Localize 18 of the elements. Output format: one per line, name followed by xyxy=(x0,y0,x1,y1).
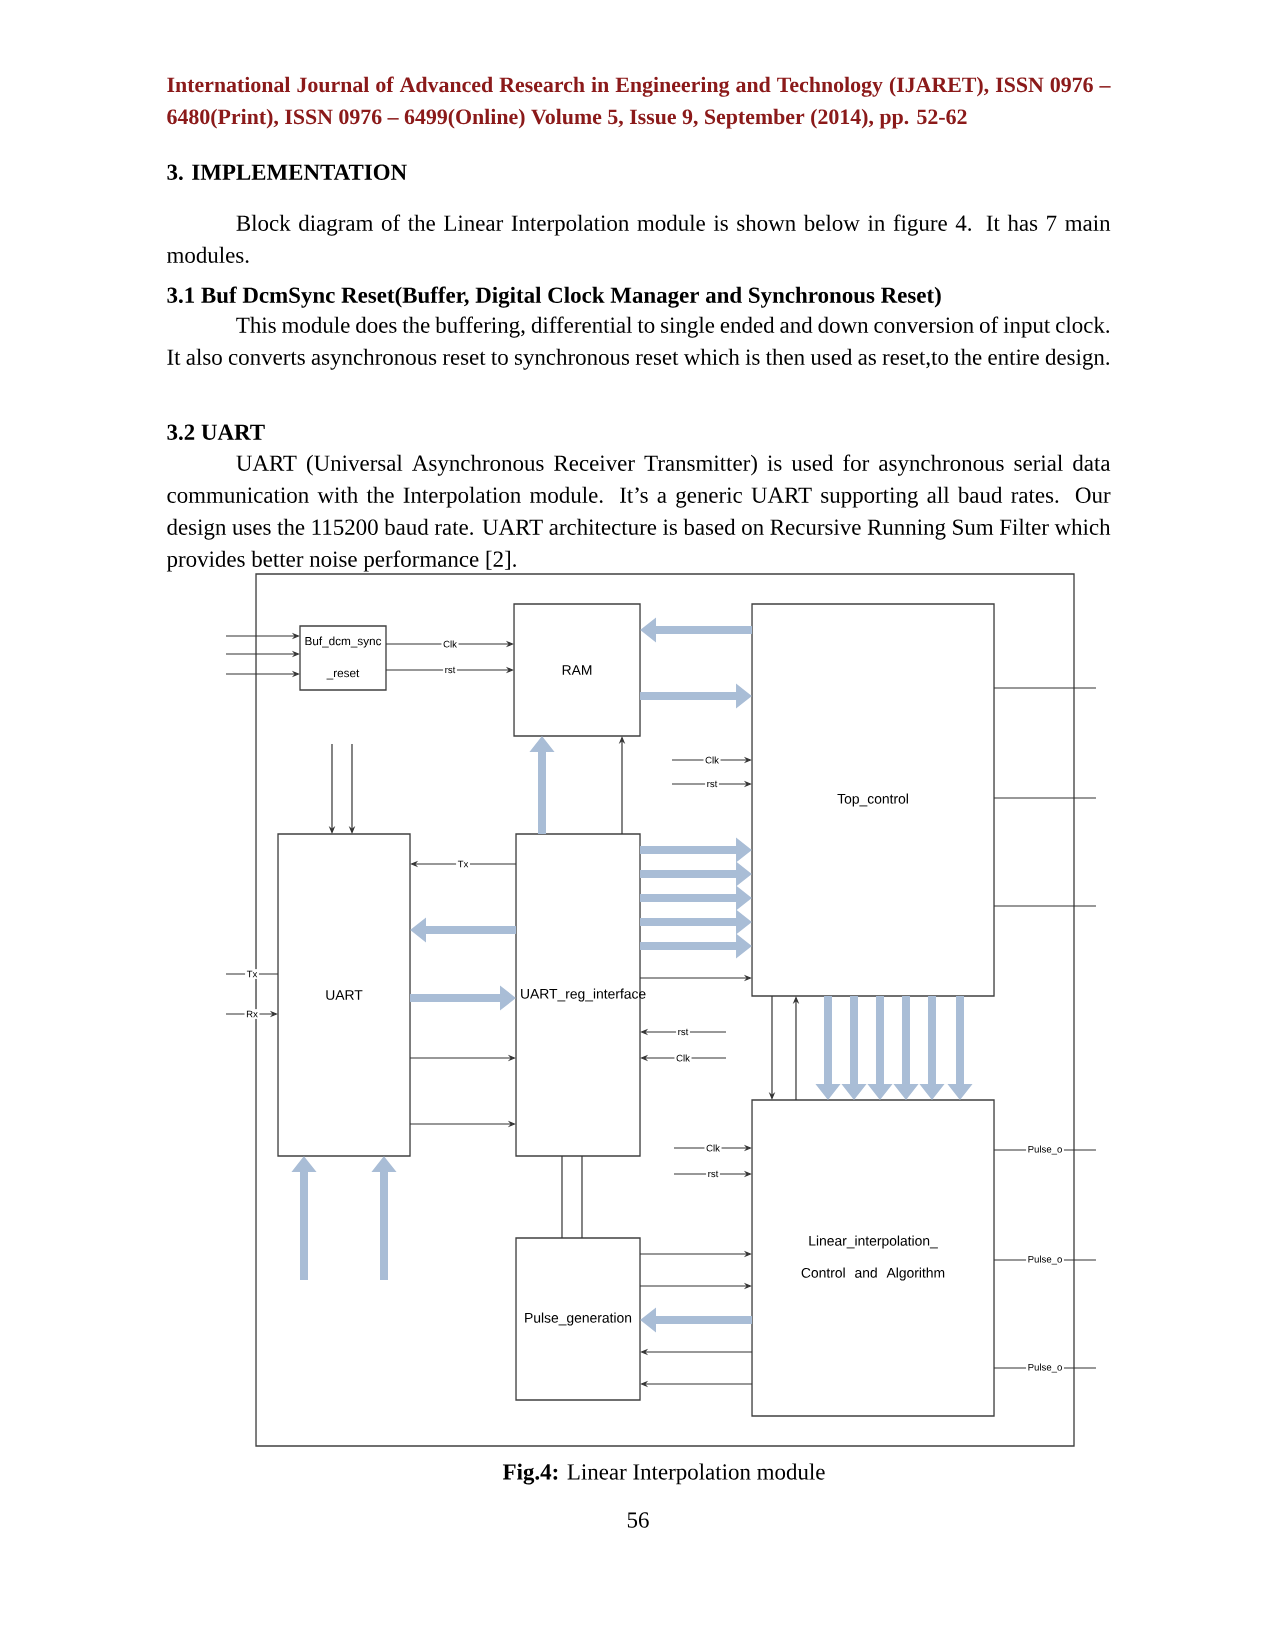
signal-line xyxy=(993,687,1097,689)
signal-line xyxy=(993,1149,1097,1151)
section-heading: 3. IMPLEMENTATION xyxy=(167,164,407,181)
caption: Fig.4: Linear Interpolation module xyxy=(502,1463,825,1485)
signal-line xyxy=(993,1367,1097,1369)
module-frame xyxy=(255,573,1075,1447)
paragraph: UART (Universal Asynchronous Receiver Transmitter) is used for asynchronous serial data communication with the Interpolation module. It’s a generic UART supporting all baud rates. Our design uses the 115200 baud rate. UART architecture is based on Recursive Running Sum Filter which provides better noise performance [2]. xyxy=(166,454,1111,572)
page-number: 56 xyxy=(627,1512,649,1528)
signal-line xyxy=(993,905,1097,907)
section-heading: 3.2 UART xyxy=(167,424,265,441)
signal-line xyxy=(581,1155,583,1239)
signal-line xyxy=(993,797,1097,799)
section-heading: 3.1 Buf DcmSync Reset(Buffer, Digital Clock Manager and Synchronous Reset) xyxy=(167,286,941,308)
paragraph: Block diagram of the Linear Interpolation module is shown below in figure 4. It has 7 main modules. xyxy=(167,214,1111,264)
header: International Journal of Advanced Research in Engineering and Technology (IJARET), ISSN 0976 – 6480(Print), ISSN 0976 – 6499(Online) Volume 5, Issue 9, September (2014), pp. 52-62 xyxy=(167,76,1111,129)
signal-line xyxy=(561,1155,563,1239)
paragraph: This module does the buffering, differential to single ended and down conversion of input clock. It also converts asynchronous reset to synchronous reset which is then used as reset,to the entire design. xyxy=(167,316,1110,370)
signal-line xyxy=(993,1259,1097,1261)
